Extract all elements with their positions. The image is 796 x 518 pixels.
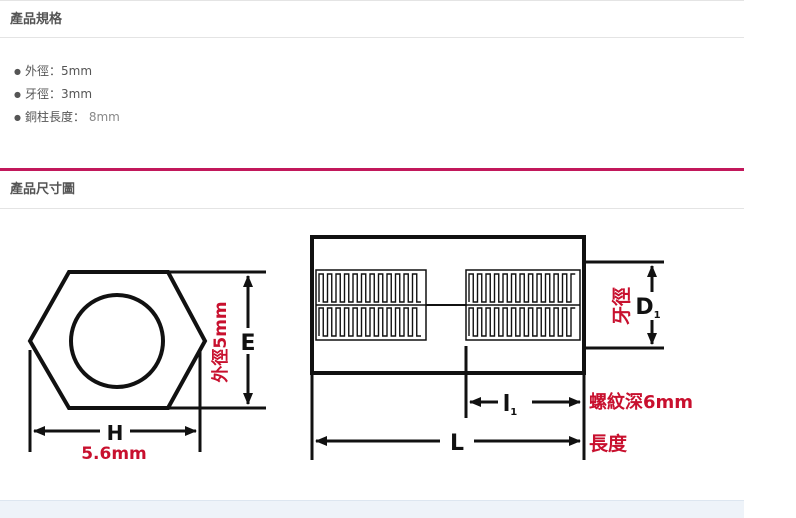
spec-list: 外徑：5mm 牙徑：3mm 銅柱長度： 8mm xyxy=(14,60,120,129)
drawing-section-title: 產品尺寸圖 xyxy=(0,171,744,209)
section-divider xyxy=(0,168,744,171)
standoff-body xyxy=(310,235,586,375)
spec-value: 3mm xyxy=(61,87,93,101)
side-view: D1 牙徑 l1 螺紋深6mm L 長度 xyxy=(310,235,693,460)
dim-letter-l: L xyxy=(450,431,464,456)
dimension-drawing: E 外徑5mm H 5.6mm D1 牙徑 l1 xyxy=(27,235,693,464)
dim-letter-e: E xyxy=(240,331,255,356)
dim-label-length: 長度 xyxy=(589,432,628,455)
thread-right xyxy=(465,269,581,341)
spec-label: 外徑： xyxy=(24,64,61,78)
spec-section-title: 產品規格 xyxy=(0,0,744,38)
dim-label-outer-diameter: 外徑5mm xyxy=(210,301,231,382)
spec-value: 8mm xyxy=(85,110,120,124)
spec-label: 銅柱長度： xyxy=(24,110,85,124)
dim-letter-d1: D1 xyxy=(635,295,660,321)
dim-label-width: 5.6mm xyxy=(81,444,147,464)
dim-letter-h: H xyxy=(107,421,124,445)
spec-item-thread-diameter: 牙徑：3mm xyxy=(14,83,120,106)
spec-label: 牙徑： xyxy=(24,87,61,101)
inner-bore-circle xyxy=(69,293,165,389)
dim-label-thread-depth: 螺紋深6mm xyxy=(589,391,693,413)
dim-label-thread: 牙徑 xyxy=(610,287,633,325)
thread-left xyxy=(315,269,427,341)
footer-bar xyxy=(0,500,744,518)
hex-view: E 外徑5mm H 5.6mm xyxy=(27,270,266,464)
spec-item-outer-diameter: 外徑：5mm xyxy=(14,60,120,83)
hex-nut-outline xyxy=(27,270,208,410)
dim-letter-l1: l1 xyxy=(503,392,518,418)
spec-value: 5mm xyxy=(61,64,93,78)
spec-item-length: 銅柱長度： 8mm xyxy=(14,106,120,129)
